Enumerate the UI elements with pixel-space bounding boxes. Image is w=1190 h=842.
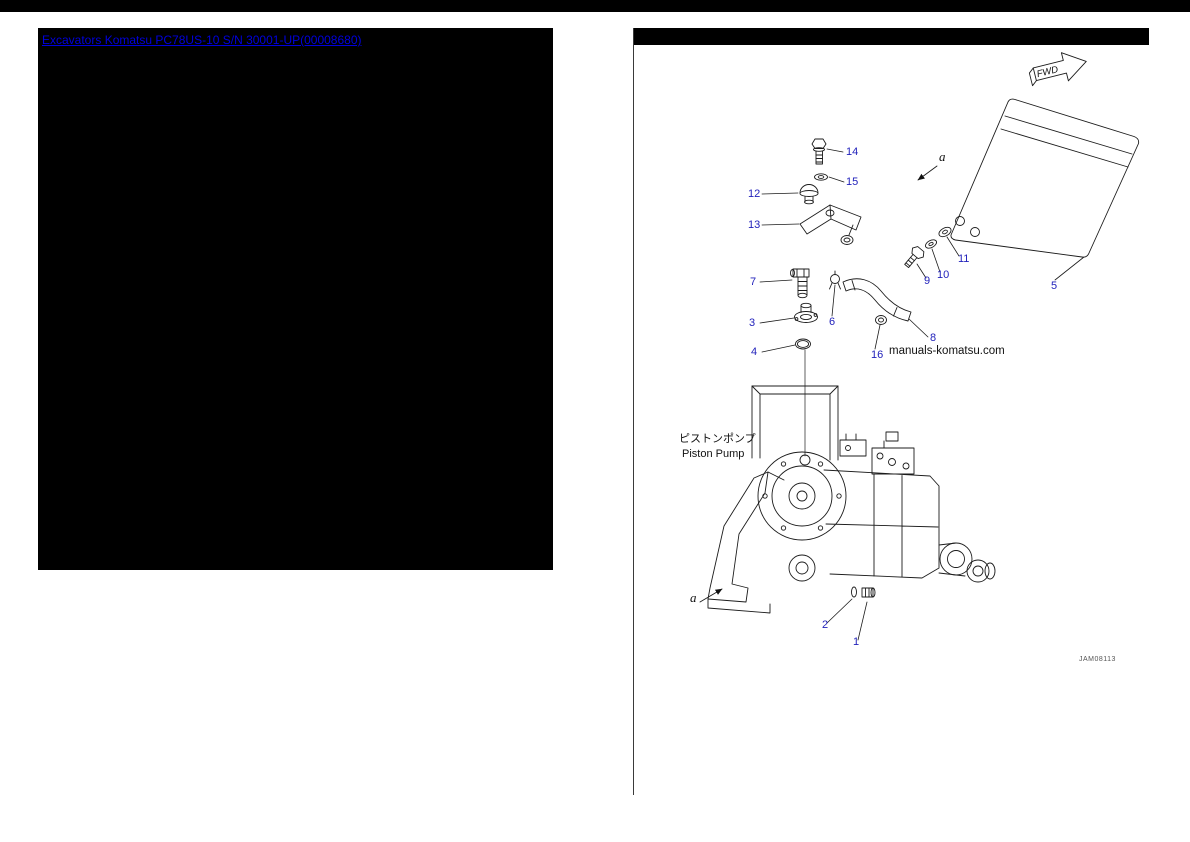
view-a-arrow-bottom bbox=[699, 588, 723, 603]
clamp-part6 bbox=[829, 270, 841, 290]
callout-12[interactable]: 12 bbox=[748, 188, 761, 200]
callout-15[interactable]: 15 bbox=[846, 176, 859, 188]
callout-11[interactable]: 11 bbox=[958, 253, 970, 265]
leader-lines bbox=[759, 148, 1085, 641]
washer-part10 bbox=[925, 239, 937, 249]
callout-2[interactable]: 2 bbox=[822, 619, 829, 631]
callout-5[interactable]: 5 bbox=[1051, 280, 1058, 292]
callout-6[interactable]: 6 bbox=[829, 316, 836, 328]
cover-plate-part5 bbox=[950, 98, 1140, 258]
view-ref-a-top: a bbox=[939, 149, 946, 164]
callout-1[interactable]: 1 bbox=[853, 636, 860, 648]
hose-part8 bbox=[842, 278, 912, 322]
bracket-part13 bbox=[799, 204, 862, 245]
callout-16[interactable]: 16 bbox=[871, 349, 884, 361]
elbow-part7 bbox=[790, 268, 810, 299]
callout-13[interactable]: 13 bbox=[748, 219, 761, 231]
view-a-arrow-top bbox=[917, 165, 938, 181]
pump-label-japanese: ピストンポンプ bbox=[679, 433, 756, 445]
joint-part16 bbox=[875, 315, 887, 325]
page-header-bar bbox=[634, 28, 1149, 45]
callout-8[interactable]: 8 bbox=[930, 332, 937, 344]
pump-label-english: Piston Pump bbox=[682, 448, 745, 460]
piston-pump-body bbox=[707, 385, 996, 614]
o-ring-part4 bbox=[795, 338, 811, 350]
manual-link[interactable]: Excavators Komatsu PC78US-10 S/N 30001-U… bbox=[42, 33, 362, 47]
fwd-arrow-icon: FWD bbox=[1028, 52, 1087, 87]
diagram-watermark: manuals-komatsu.com bbox=[889, 345, 1005, 357]
callout-9[interactable]: 9 bbox=[924, 275, 931, 287]
callout-4[interactable]: 4 bbox=[751, 346, 758, 358]
callout-14[interactable]: 14 bbox=[846, 146, 859, 158]
flange-part3 bbox=[794, 302, 818, 323]
fwd-label: FWD bbox=[1036, 64, 1060, 80]
plug-part1 bbox=[861, 587, 876, 598]
view-ref-a-bottom: a bbox=[690, 590, 697, 605]
top-strip bbox=[0, 0, 1190, 12]
washer-part15 bbox=[814, 173, 828, 181]
grommet-part12 bbox=[799, 184, 819, 205]
left-viewer-panel: Excavators Komatsu PC78US-10 S/N 30001-U… bbox=[38, 28, 553, 570]
callout-7[interactable]: 7 bbox=[750, 276, 757, 288]
drawing-code: JAM08113 bbox=[1079, 656, 1116, 663]
parts-diagram: FWD bbox=[699, 52, 1140, 641]
parts-page-panel: FWD bbox=[633, 28, 1149, 795]
washer-part11 bbox=[938, 226, 952, 238]
bolt-part14 bbox=[811, 138, 827, 165]
callout-3[interactable]: 3 bbox=[749, 317, 756, 329]
callout-10[interactable]: 10 bbox=[937, 269, 950, 281]
bolt-part9 bbox=[904, 246, 925, 269]
o-ring-part2 bbox=[851, 586, 857, 598]
